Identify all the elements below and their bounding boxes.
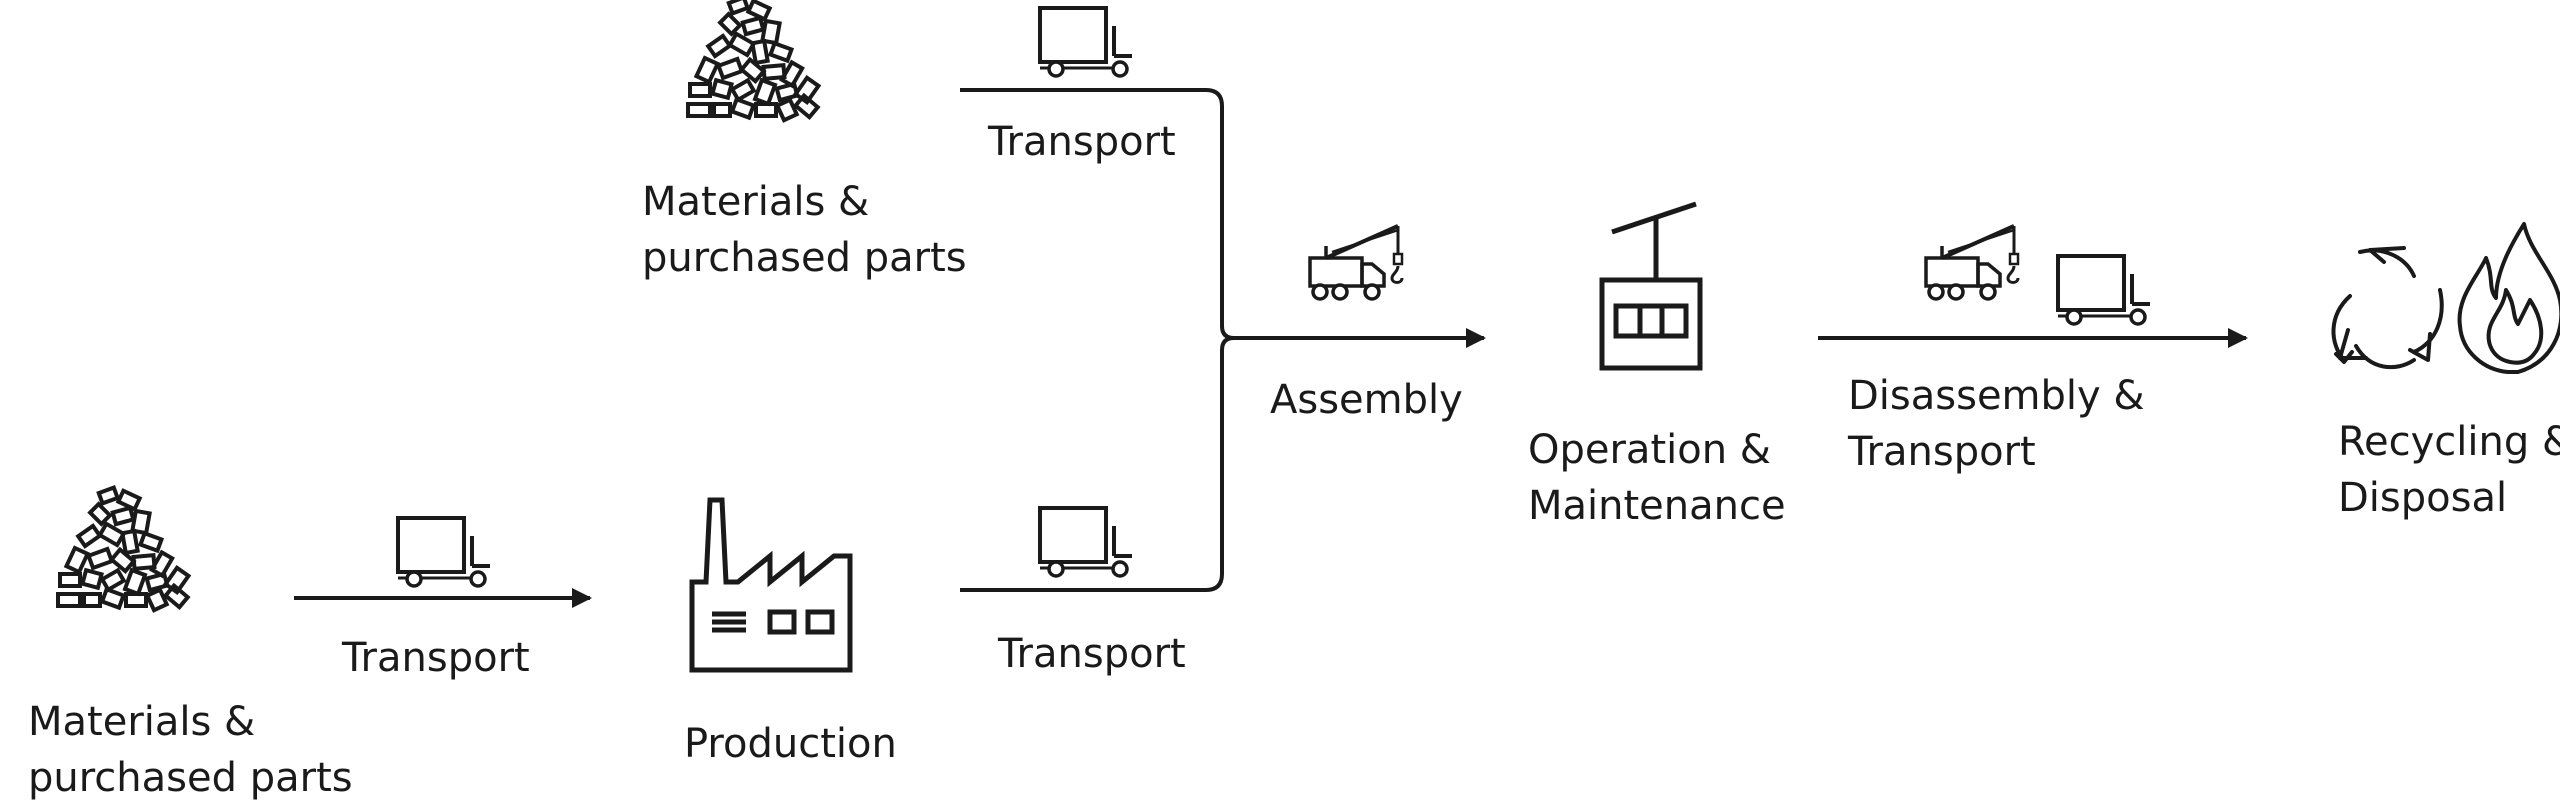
node-label-line: Materials &	[642, 179, 870, 225]
fire-icon	[2457, 222, 2560, 374]
node-materials-bottom: Materials & purchased parts	[28, 694, 353, 806]
materials-pile-icon	[56, 485, 191, 613]
edge-label-assembly: Assembly	[1270, 372, 1463, 428]
node-operation-maintenance: Operation & Maintenance	[1528, 422, 1786, 534]
node-label-line: Materials &	[28, 699, 256, 745]
edge-label-text: Assembly	[1270, 377, 1463, 423]
node-label-line: Recycling &	[2338, 419, 2560, 465]
truck-icon	[1038, 506, 1134, 578]
edge-label-text: Transport	[988, 119, 1176, 165]
crane-truck-icon	[1924, 224, 2020, 301]
node-production: Production	[684, 716, 897, 772]
cable-car-icon	[1599, 201, 1703, 371]
edge-label-text: Disassembly &	[1848, 373, 2145, 419]
connector-bottom-transport	[960, 336, 1235, 592]
crane-truck-icon	[1308, 224, 1404, 301]
edge-label-disassembly-transport: Disassembly & Transport	[1848, 368, 2145, 480]
truck-icon	[2056, 254, 2152, 326]
edge-label-text: Transport	[1848, 429, 2036, 475]
edge-label-text: Transport	[998, 631, 1186, 677]
edge-label-transport-top: Transport	[988, 114, 1176, 170]
node-label-line: Operation &	[1528, 427, 1771, 473]
node-label-line: purchased parts	[28, 755, 353, 801]
recycle-fire-icon	[2331, 222, 2560, 374]
factory-icon	[689, 497, 853, 673]
edge-label-transport-left: Transport	[342, 630, 530, 686]
node-label-line: purchased parts	[642, 235, 967, 281]
node-materials-top: Materials & purchased parts	[642, 174, 967, 286]
node-label-line: Production	[684, 721, 897, 767]
truck-icon	[396, 516, 492, 588]
edge-label-text: Transport	[342, 635, 530, 681]
connector-top-transport	[960, 88, 1235, 340]
connector-lines	[294, 88, 2248, 608]
truck-icon	[1038, 6, 1134, 78]
node-label-line: Disposal	[2338, 475, 2508, 521]
node-label-line: Maintenance	[1528, 483, 1786, 529]
materials-pile-icon	[686, 0, 821, 123]
node-recycling-disposal: Recycling & Disposal	[2338, 414, 2560, 526]
edge-label-transport-bottom: Transport	[998, 626, 1186, 682]
